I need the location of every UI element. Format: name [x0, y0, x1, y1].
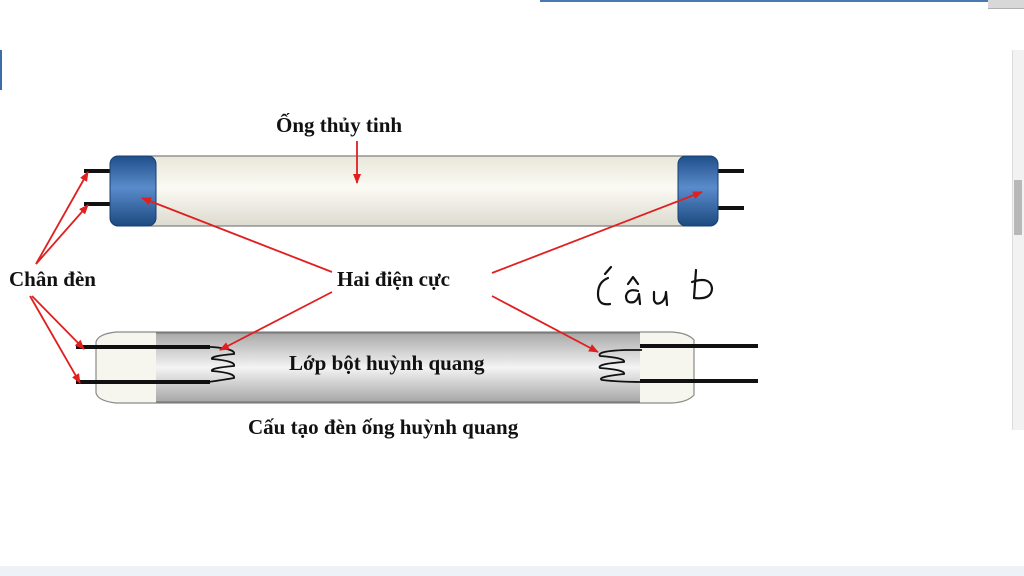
- phosphor-coating-label: Lớp bột huỳnh quang: [289, 351, 485, 375]
- hw-letter-c: [596, 276, 612, 306]
- glass-tube-label: Ống thủy tinh: [276, 113, 403, 137]
- upper-tube: [84, 155, 744, 227]
- hw-letter-a: [624, 289, 642, 306]
- arrow-electrode-upper-left: [141, 197, 333, 273]
- lower-tube: [76, 331, 758, 404]
- diagram-caption: Cấu tạo đèn ống huỳnh quang: [248, 415, 519, 439]
- right-scroll-strip: [1012, 50, 1024, 430]
- upper-left-end-cap: [109, 155, 157, 227]
- top-edge-bar: [540, 0, 990, 2]
- upper-right-end-cap: [677, 155, 719, 227]
- handwritten-annotation: [596, 265, 714, 307]
- top-right-corner: [988, 0, 1024, 9]
- arrow-electrode-upper-right: [491, 191, 703, 274]
- arrow-pins-lower-bottom: [29, 295, 81, 384]
- annotation-arrows: [29, 141, 703, 384]
- bottom-strip: [0, 566, 1024, 576]
- hw-circumflex: [626, 275, 640, 286]
- arrow-pins-upper-top: [35, 171, 89, 265]
- arrow-electrode-lower-right: [491, 295, 599, 353]
- arrow-pins-upper-bottom: [35, 204, 89, 265]
- lamp-pins-label: Chân đèn: [9, 267, 96, 291]
- hw-acute-accent: [603, 265, 613, 276]
- hw-letter-b: [690, 268, 714, 300]
- glass-tube-body: [149, 155, 685, 227]
- left-edge-mark: [0, 50, 2, 90]
- right-filament-coil: [598, 349, 643, 383]
- scroll-thumb: [1014, 180, 1022, 235]
- hw-letter-u: [652, 290, 669, 307]
- phosphor-coating-layer: [156, 333, 640, 402]
- left-filament-coil: [207, 346, 235, 383]
- arrow-pins-lower-top: [31, 295, 85, 350]
- arrow-electrode-lower-left: [219, 291, 333, 351]
- electrodes-label: Hai điện cực: [337, 267, 450, 291]
